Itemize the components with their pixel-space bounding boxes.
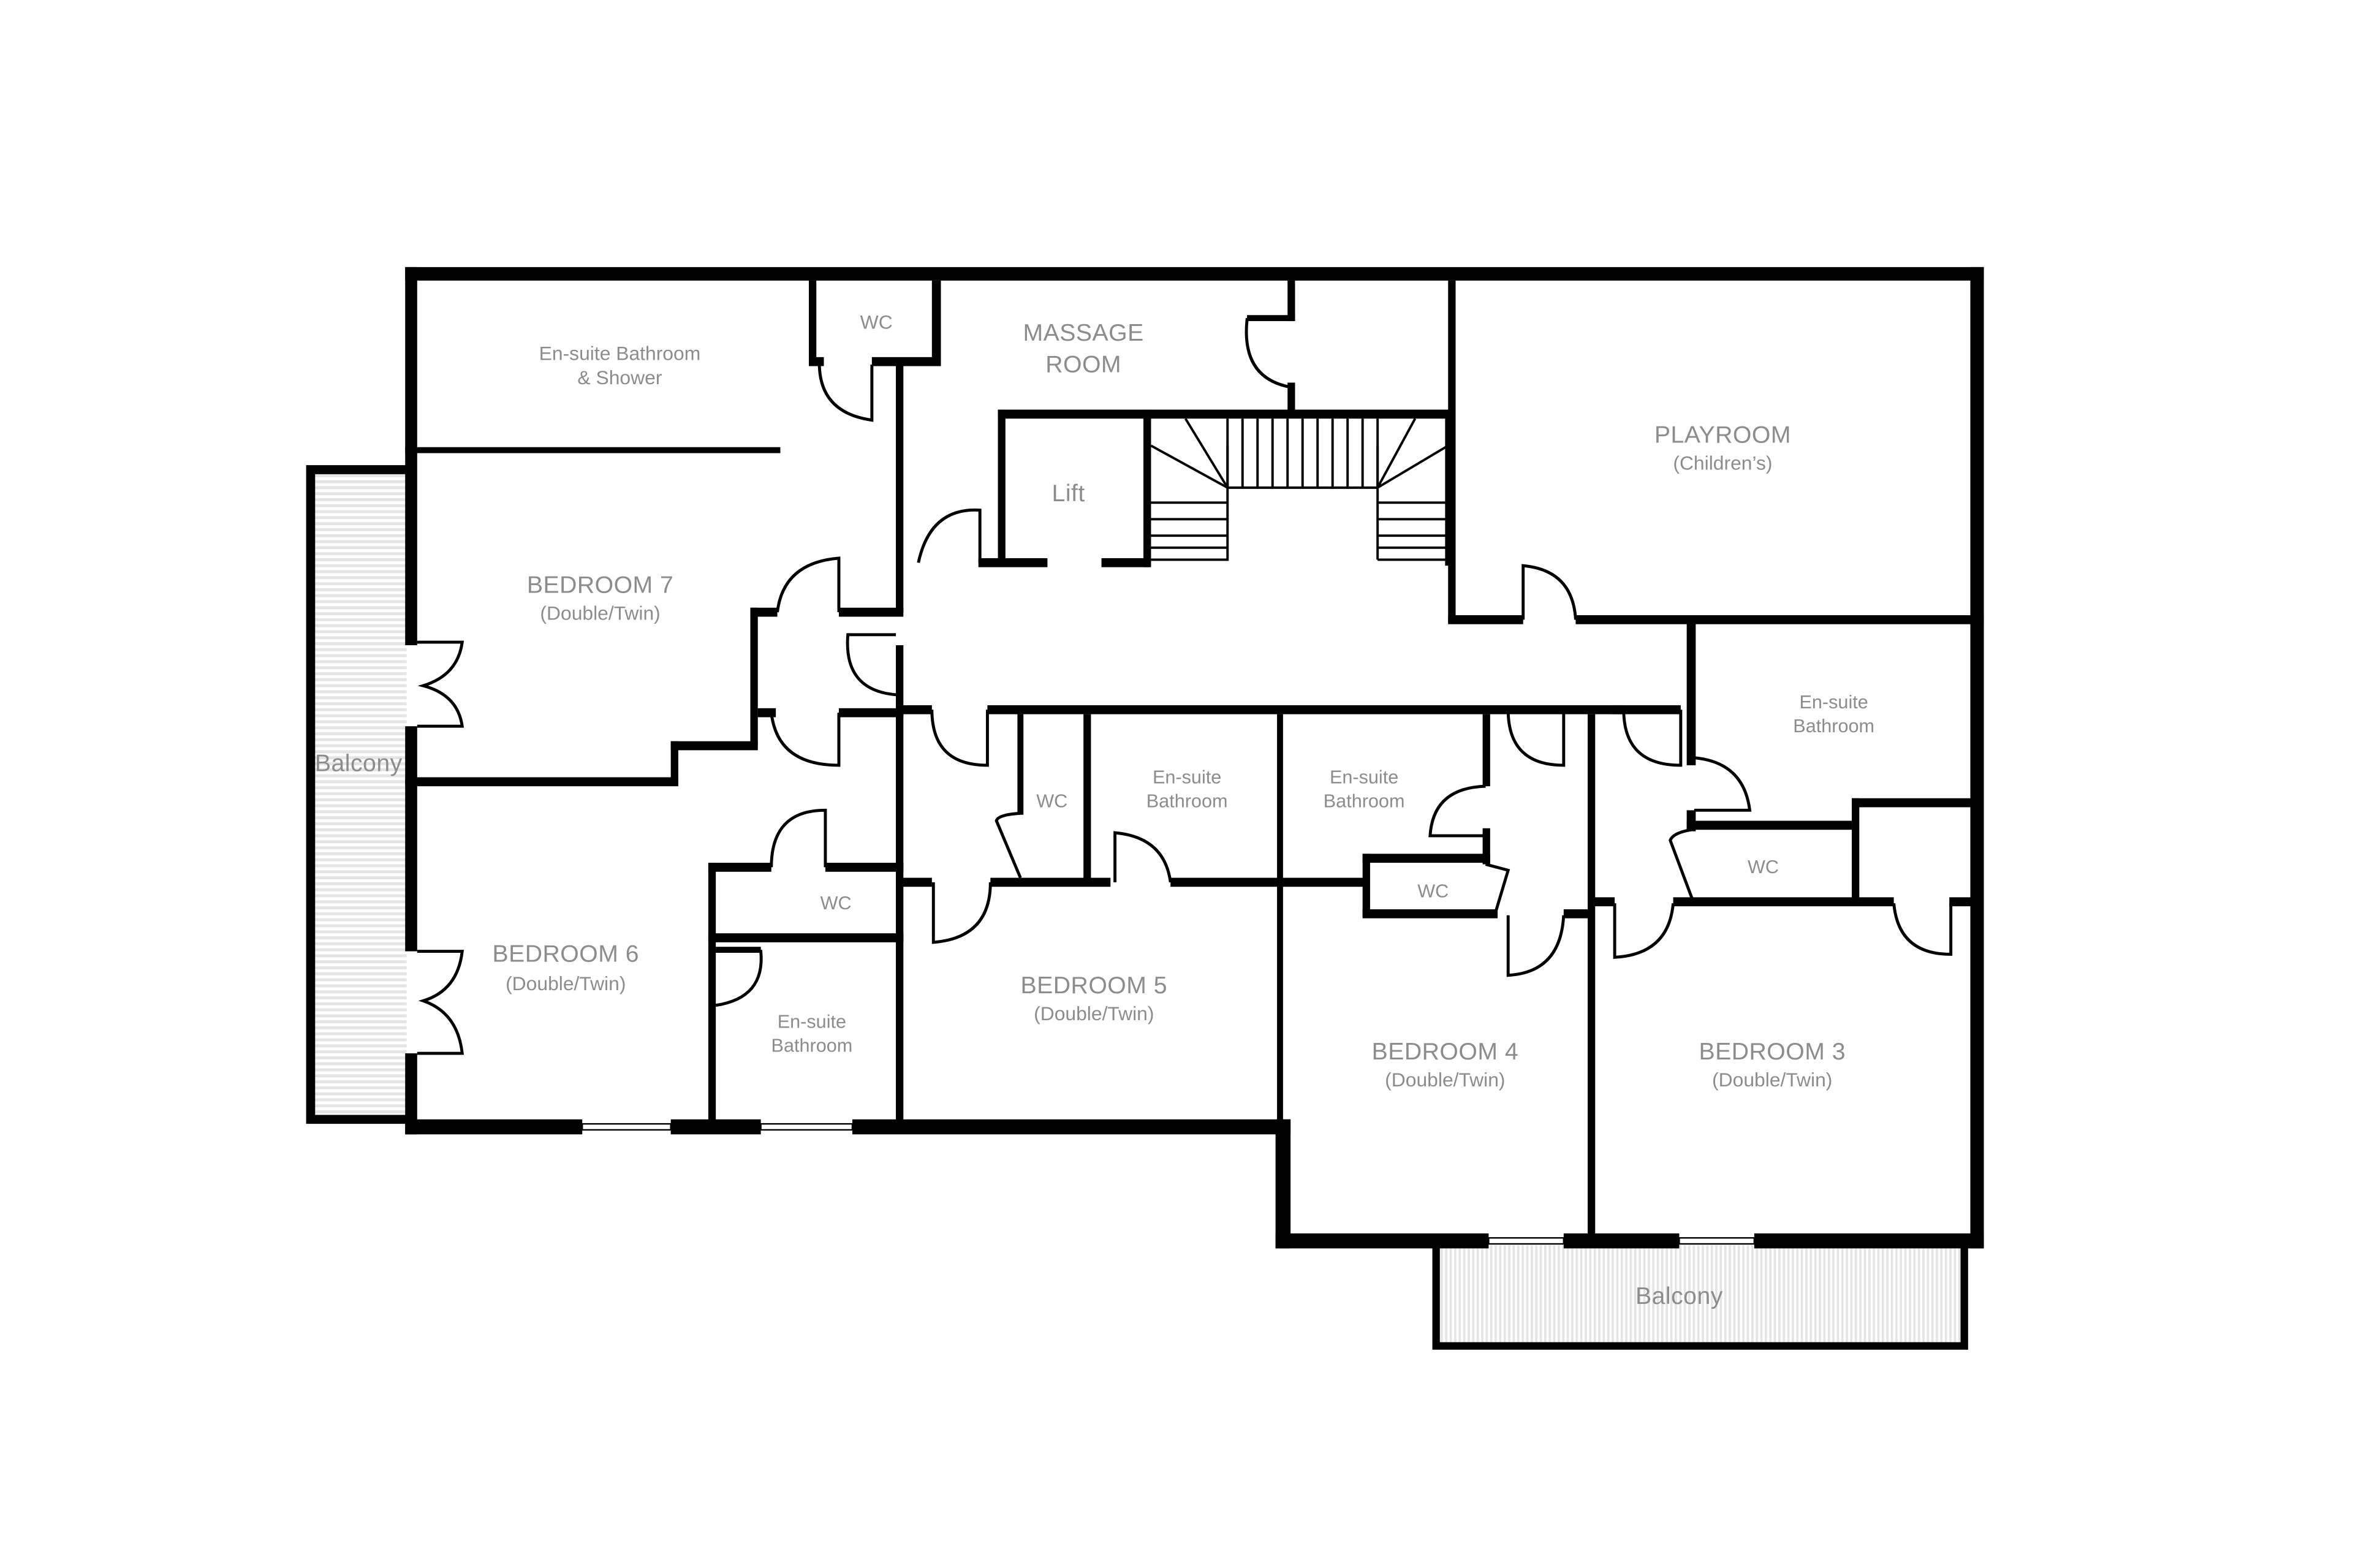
label-ensuite-b4-1: En-suite bbox=[1330, 767, 1398, 787]
label-wc-b3: WC bbox=[1748, 857, 1779, 877]
exterior-walls bbox=[405, 267, 1984, 1249]
label-bedroom7-2: (Double/Twin) bbox=[540, 602, 660, 624]
interior-walls bbox=[405, 280, 1984, 1240]
label-bedroom7-1: BEDROOM 7 bbox=[527, 572, 673, 598]
door-wc-b3 bbox=[1669, 828, 1694, 901]
label-bedroom5-2: (Double/Twin) bbox=[1034, 1002, 1154, 1025]
label-bedroom3-1: BEDROOM 3 bbox=[1699, 1039, 1845, 1065]
door-bedroom5 bbox=[931, 882, 992, 944]
label-playroom-2: (Children’s) bbox=[1673, 452, 1772, 474]
door-wc-b6 bbox=[770, 808, 827, 868]
label-lift: Lift bbox=[1052, 480, 1085, 507]
door-ensuite-shower bbox=[917, 508, 982, 563]
label-ensuite-b4-2: Bathroom bbox=[1324, 790, 1405, 811]
label-wc-b4: WC bbox=[1417, 881, 1449, 901]
label-massage-2: ROOM bbox=[1045, 351, 1121, 377]
door-bedroom3-a bbox=[1613, 903, 1675, 959]
door-playroom bbox=[1521, 564, 1577, 620]
label-ensuite-b6-1: En-suite bbox=[778, 1011, 846, 1032]
label-ensuite-shower-2: & Shower bbox=[577, 366, 662, 388]
door-bedroom7-a bbox=[776, 556, 841, 613]
label-balcony-bottom: Balcony bbox=[1635, 1283, 1723, 1309]
label-wc-b6: WC bbox=[820, 893, 852, 914]
balcony-bottom bbox=[1432, 1241, 1968, 1350]
door-bedroom5-corridor bbox=[930, 710, 989, 767]
door-corridor-left bbox=[846, 633, 896, 697]
staircase bbox=[1143, 415, 1453, 566]
door-ensuite-b4 bbox=[1428, 784, 1486, 838]
door-ensuite-b3 bbox=[1694, 756, 1752, 812]
label-wc-top: WC bbox=[860, 311, 893, 333]
stair-treads-left bbox=[1150, 418, 1229, 549]
label-bedroom4-1: BEDROOM 4 bbox=[1372, 1039, 1518, 1065]
door-balcony-b7 bbox=[417, 640, 464, 728]
label-wc-b5: WC bbox=[1036, 790, 1067, 811]
door-bedroom4-corridor bbox=[1506, 710, 1566, 767]
door-balcony-b6 bbox=[417, 950, 464, 1055]
label-bedroom6-2: (Double/Twin) bbox=[506, 972, 626, 994]
label-ensuite-b3-2: Bathroom bbox=[1793, 716, 1874, 737]
label-bedroom5-1: BEDROOM 5 bbox=[1021, 972, 1167, 999]
label-ensuite-b5-1: En-suite bbox=[1153, 767, 1221, 787]
label-massage-1: MASSAGE bbox=[1023, 320, 1144, 346]
door-wc-b5 bbox=[995, 811, 1022, 879]
door-wc-top bbox=[817, 363, 874, 422]
label-playroom-1: PLAYROOM bbox=[1654, 422, 1791, 448]
doors bbox=[417, 318, 1953, 1055]
door-ensuite-b6 bbox=[715, 950, 763, 1007]
stair-treads-top bbox=[1226, 419, 1379, 489]
door-wc-b4 bbox=[1485, 863, 1510, 916]
label-ensuite-b6-2: Bathroom bbox=[771, 1036, 853, 1056]
door-bedroom3-corridor bbox=[1622, 710, 1683, 767]
label-bedroom3-2: (Double/Twin) bbox=[1712, 1069, 1832, 1091]
door-ensuite-b5 bbox=[1113, 831, 1172, 883]
label-bedroom4-2: (Double/Twin) bbox=[1385, 1069, 1505, 1091]
label-ensuite-b5-2: Bathroom bbox=[1146, 790, 1228, 811]
stair-treads-right bbox=[1376, 418, 1449, 549]
door-bedroom4 bbox=[1506, 915, 1566, 977]
label-ensuite-shower-1: En-suite Bathroom bbox=[539, 343, 701, 365]
balcony-left bbox=[306, 465, 412, 1124]
label-balcony-left: Balcony bbox=[315, 751, 403, 777]
door-massage bbox=[1245, 318, 1291, 389]
label-ensuite-b3-1: En-suite bbox=[1800, 692, 1868, 713]
label-bedroom6-1: BEDROOM 6 bbox=[493, 941, 639, 968]
door-bedroom7-b bbox=[770, 712, 841, 767]
room-labels: En-suite Bathroom & Shower WC MASSAGE RO… bbox=[315, 311, 1874, 1309]
door-bedroom3-b bbox=[1892, 903, 1953, 956]
